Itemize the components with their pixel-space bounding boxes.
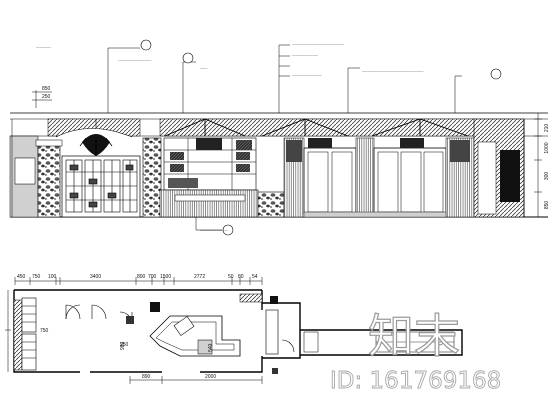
plan-top-dimension-chain: [14, 277, 263, 285]
floor-plan-view: 450 750 100 3400 800 700 1500 2772 50 80…: [5, 274, 463, 384]
plan-top-dim: 50: [228, 274, 234, 280]
plan-column: [150, 302, 160, 312]
plan-top-dim: 750: [32, 274, 41, 280]
plan-top-dim: 100: [48, 274, 57, 280]
plan-top-dim: 3400: [90, 274, 101, 280]
callout-marker: [182, 52, 194, 64]
callout-text: ~~~~~~~~~~~~~~~~~~~~~~~~~~~~: [292, 43, 344, 47]
stone-column-left: [37, 144, 61, 218]
plan-bottom-dim: 2000: [205, 374, 216, 380]
callout-marker: [222, 224, 234, 236]
elev-left-dim: 250: [42, 94, 51, 100]
elev-right-dim: 1000: [544, 142, 550, 153]
plan-doors: [65, 304, 133, 325]
callout-text: ~~~~~~~~~~~~~~~: [200, 229, 228, 233]
elev-right-dim: 850: [544, 201, 550, 210]
callout-text: ~~~~~~~~~~~~~~: [292, 54, 318, 58]
plan-top-dim: 450: [17, 274, 26, 280]
elev-left-dim: 850: [42, 86, 51, 92]
callout-leaders: [107, 44, 462, 231]
callout-text: ~~~~~~~~~~~~~~~~~~: [118, 59, 152, 63]
watermark-brand: 知末: [368, 309, 460, 363]
elev-right-dim: 210: [544, 124, 550, 133]
chandelier-icon: [79, 119, 113, 158]
plan-top-dim: 80: [238, 274, 244, 280]
elevation-left-dimensions: [32, 90, 52, 108]
callout-text: ~~~~~~~~~~~~~~~~: [292, 74, 322, 78]
bar-sign: [196, 138, 222, 150]
plan-top-dim: 2772: [194, 274, 205, 280]
lattice-pattern: [65, 159, 138, 213]
plan-inner-dim: 980: [120, 341, 126, 350]
plan-left-dim: 250: [120, 342, 129, 348]
plan-bottom-dim: 890: [142, 374, 151, 380]
elevation-view: 210 1000 300 850 850 250: [9, 39, 550, 236]
plan-column: [126, 316, 134, 324]
plan-walls: [13, 289, 463, 373]
callout-text: ~~~~: [200, 67, 208, 71]
plan-bottom-dimension-chain: [129, 376, 263, 384]
wall-panel-b: [355, 137, 375, 218]
elev-right-dim: 300: [544, 172, 550, 181]
plan-top-dim: 800: [137, 274, 146, 280]
callout-text: ~~~~~~~~: [36, 46, 51, 50]
stone-column-middle: [142, 137, 162, 218]
plan-equipment: [173, 316, 195, 336]
watermark: 知末 ID: 161769168: [330, 308, 502, 394]
roof-trusses: [164, 118, 469, 137]
plan-left-dim: 750: [40, 328, 49, 334]
plan-top-dim: 1500: [160, 274, 171, 280]
stone-column-right: [257, 191, 285, 218]
elevation-right-dimensions: [534, 113, 542, 218]
plan-top-dim: 54: [252, 274, 258, 280]
callout-marker: [140, 39, 152, 51]
plan-left-wall-hatch: [13, 299, 23, 371]
callout-text: ~~~~~~~~~~~~~~~~~~~~~~~~~~~~~~~~~: [362, 70, 424, 74]
bar-counter: [159, 189, 259, 218]
watermark-id: ID: 161769168: [330, 368, 501, 394]
plan-inner-dim: 540: [208, 343, 214, 352]
callout-marker: [490, 68, 502, 80]
plan-top-dim: 700: [148, 274, 157, 280]
